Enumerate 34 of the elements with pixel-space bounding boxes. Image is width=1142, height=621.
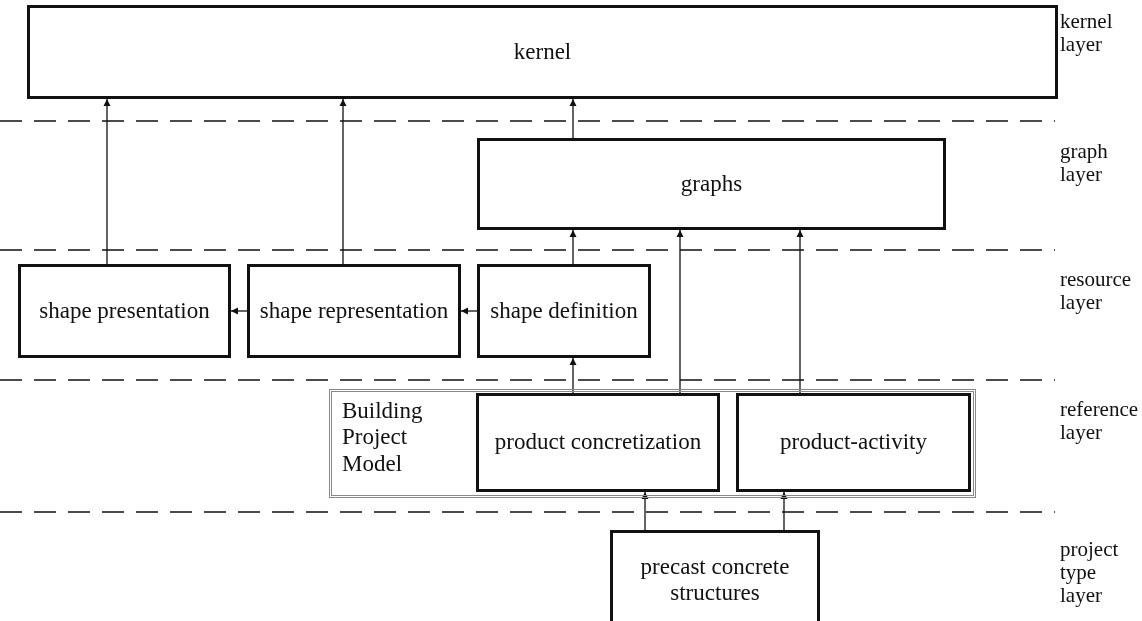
arrow: [460, 307, 478, 315]
arrow: [641, 491, 649, 531]
layer-component-box: [610, 530, 820, 621]
arrow: [339, 98, 347, 265]
group-box: [329, 389, 976, 498]
arrow: [569, 98, 577, 139]
node-label: precast concrete structures: [639, 553, 791, 607]
arrow: [676, 229, 684, 394]
arrow: [796, 229, 804, 394]
layer-label: reference layer: [1060, 398, 1140, 445]
node-label: product concretization: [494, 429, 702, 456]
arrow: [569, 357, 577, 394]
arrow: [103, 98, 111, 265]
layer-label: resource layer: [1060, 268, 1133, 315]
layer-component-box: [18, 264, 231, 358]
arrow: [569, 229, 577, 265]
node-label: product-activity: [780, 429, 927, 456]
layer-label: graph layer: [1060, 140, 1109, 187]
arrow: [780, 491, 788, 531]
layer-component-box: [247, 264, 461, 358]
layer-component-box: [27, 5, 1058, 99]
layer-component-box: [736, 393, 971, 492]
node-label: shape representation: [259, 297, 449, 325]
layer-label: kernel layer: [1060, 10, 1114, 57]
arrow: [230, 307, 248, 315]
node-label: shape presentation: [39, 297, 210, 325]
layer-component-box: [477, 264, 651, 358]
layer-component-box: [476, 393, 720, 492]
node-label: kernel: [513, 38, 572, 66]
layer-component-box: [477, 138, 946, 230]
node-label: graphs: [680, 170, 743, 198]
layer-label: project type layer: [1060, 538, 1120, 608]
node-label: Building Project Model: [342, 398, 424, 478]
node-label: shape definition: [490, 297, 638, 325]
